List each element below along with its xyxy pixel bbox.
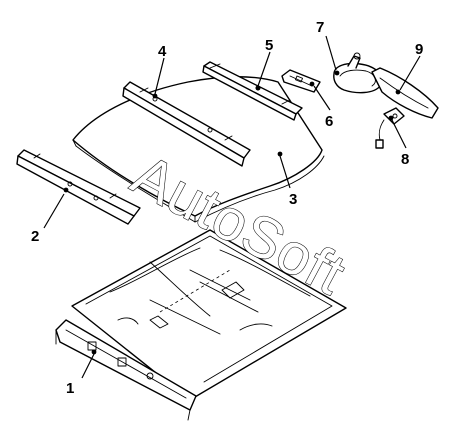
front-floor-crossmember [55, 319, 197, 421]
callout-7: 7 [316, 19, 324, 36]
callout-6: 6 [325, 113, 333, 130]
sun-visor [371, 67, 439, 119]
rear-roof-rail [202, 61, 303, 121]
leader-lines [43, 35, 421, 379]
callout-1: 1 [66, 380, 74, 397]
visor-mount [375, 107, 405, 149]
callout-2: 2 [31, 228, 39, 245]
callout-9: 9 [415, 41, 423, 58]
callout-5: 5 [265, 37, 273, 54]
roof-panel [72, 76, 325, 223]
windshield-header [16, 149, 141, 225]
rear-view-mirror [333, 52, 383, 94]
callout-4: 4 [158, 43, 167, 60]
floor-pan [71, 229, 347, 401]
dome-light [281, 69, 321, 93]
callout-labels: 1 2 3 4 5 6 7 8 9 [31, 19, 423, 397]
callout-8: 8 [401, 151, 409, 168]
callout-3: 3 [289, 191, 297, 208]
